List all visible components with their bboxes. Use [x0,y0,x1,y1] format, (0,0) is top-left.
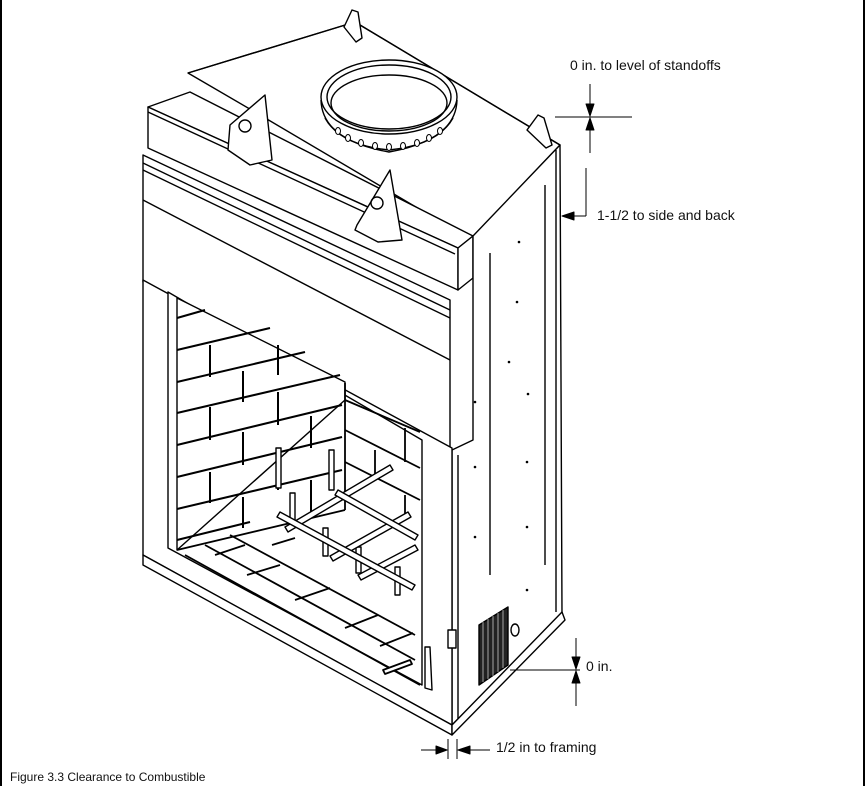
brick-side-wall [344,383,421,520]
figure-caption: Figure 3.3 Clearance to Combustible [10,770,206,784]
side-panel [451,144,563,726]
hood-bracket-left [227,94,273,166]
standoff-bracket-right [526,114,553,149]
label-top-clearance: 0 in. to level of standoffs [570,57,721,73]
base [142,554,566,736]
label-front-clearance: 1/2 in to framing [496,739,597,755]
dimension-bottom [510,638,581,706]
dimension-front [421,739,490,759]
burner-grate [275,447,419,596]
dimension-top [555,84,632,153]
vent-grille [478,606,520,686]
standoff-bracket-top [343,9,363,43]
hood-bracket-right [354,169,403,243]
label-bottom-clearance: 0 in. [586,658,613,674]
dimension-side [561,168,587,221]
label-side-back-clearance: 1-1/2 to side and back [597,207,735,223]
flue-collar [320,59,458,153]
hearth-floor [176,509,421,686]
